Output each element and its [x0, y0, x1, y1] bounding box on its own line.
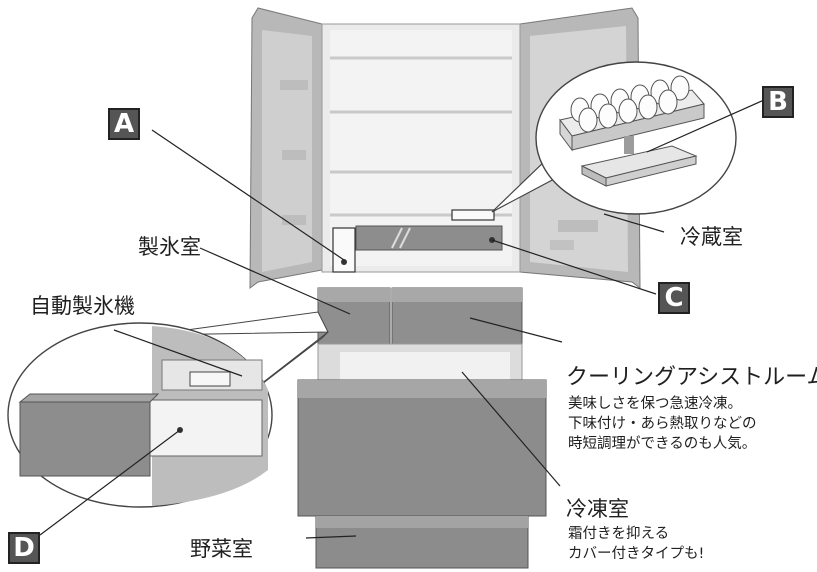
label-a-box: A [108, 108, 140, 140]
water-tank [332, 227, 356, 273]
vegetable-room-label: 野菜室 [190, 537, 253, 561]
auto-ice-maker-label: 自動製氷機 [30, 294, 135, 318]
cooling-assist-desc-1: 美味しさを保つ急速冷凍。 [568, 396, 742, 412]
cooling-assist-desc-3: 時短調理ができるのも人気。 [568, 436, 757, 452]
label-c-box: C [658, 282, 690, 314]
cooling-assist-desc-2: 下味付け・あら熱取りなどの [568, 416, 757, 432]
chilled-case [355, 225, 503, 251]
cooling-assist-title: クーリングアシストルーム [566, 365, 817, 390]
ice-room-label: 製氷室 [138, 235, 201, 259]
freezer-drawer [297, 379, 547, 517]
freezer-desc-2: カバー付きタイプも! [568, 546, 705, 562]
label-b-box: B [762, 86, 794, 118]
freezer-title: 冷凍室 [566, 497, 629, 521]
label-d-box: D [8, 532, 40, 564]
fridge-room-label: 冷蔵室 [680, 225, 743, 249]
egg-tray-slot [451, 209, 495, 221]
freezer-desc-1: 霜付きを抑える [568, 526, 670, 542]
